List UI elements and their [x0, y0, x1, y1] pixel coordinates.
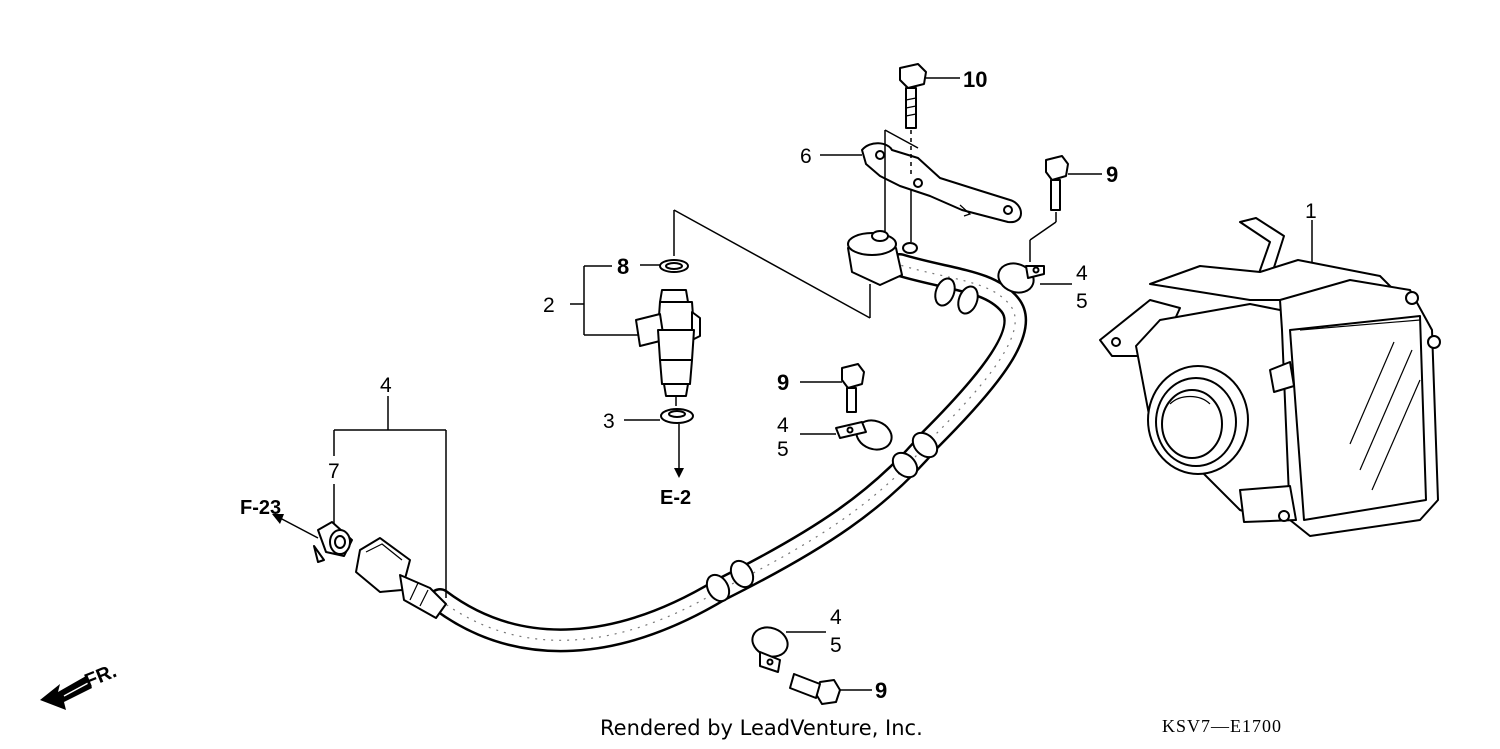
- callout-10: 10: [963, 67, 987, 92]
- throttle-body: [1099, 217, 1441, 537]
- bolt-9-mid: [841, 363, 865, 413]
- callout-9-mid: 9: [777, 370, 789, 395]
- callout-5-clamp-top: 5: [1076, 290, 1088, 313]
- hose-connector: [355, 537, 447, 619]
- callout-4-clamp-top: 4: [1076, 262, 1088, 285]
- bolt-9-bottom: [789, 673, 841, 705]
- clamp-bottom: [751, 626, 789, 673]
- clamp-mid: [835, 419, 893, 451]
- bolt-9-top: [1045, 155, 1069, 211]
- front-label: FR.: [82, 660, 120, 692]
- callout-1: 1: [1305, 200, 1317, 223]
- fuel-hose: [428, 253, 1028, 653]
- fuel-injector: [635, 259, 701, 424]
- mounting-bracket: [861, 142, 1022, 224]
- reference-e2: E-2: [660, 487, 691, 509]
- callout-3: 3: [603, 410, 615, 433]
- callout-4-clamp-mid: 4: [777, 414, 789, 437]
- callout-9-top: 9: [1106, 162, 1118, 187]
- callout-4-hose: 4: [380, 374, 392, 397]
- callout-6: 6: [800, 145, 812, 168]
- diagram-code: KSV7—E1700: [1162, 716, 1283, 736]
- leader-lines: [272, 77, 1313, 691]
- front-arrow-icon: [40, 673, 92, 710]
- hose-clip: [313, 521, 353, 563]
- callout-9-bottom: 9: [875, 678, 887, 703]
- clamp-top: [997, 262, 1045, 294]
- hose-elbow: [847, 230, 918, 286]
- callout-4-clamp-bottom: 4: [830, 606, 842, 629]
- reference-f23: F-23: [240, 497, 281, 519]
- callout-2: 2: [543, 294, 555, 317]
- bolt-10: [899, 63, 927, 129]
- callout-7: 7: [328, 460, 340, 483]
- callout-5-clamp-mid: 5: [777, 438, 789, 461]
- callout-5-clamp-bottom: 5: [830, 634, 842, 657]
- callout-8: 8: [617, 254, 629, 279]
- credit-text: Rendered by LeadVenture, Inc.: [600, 716, 923, 740]
